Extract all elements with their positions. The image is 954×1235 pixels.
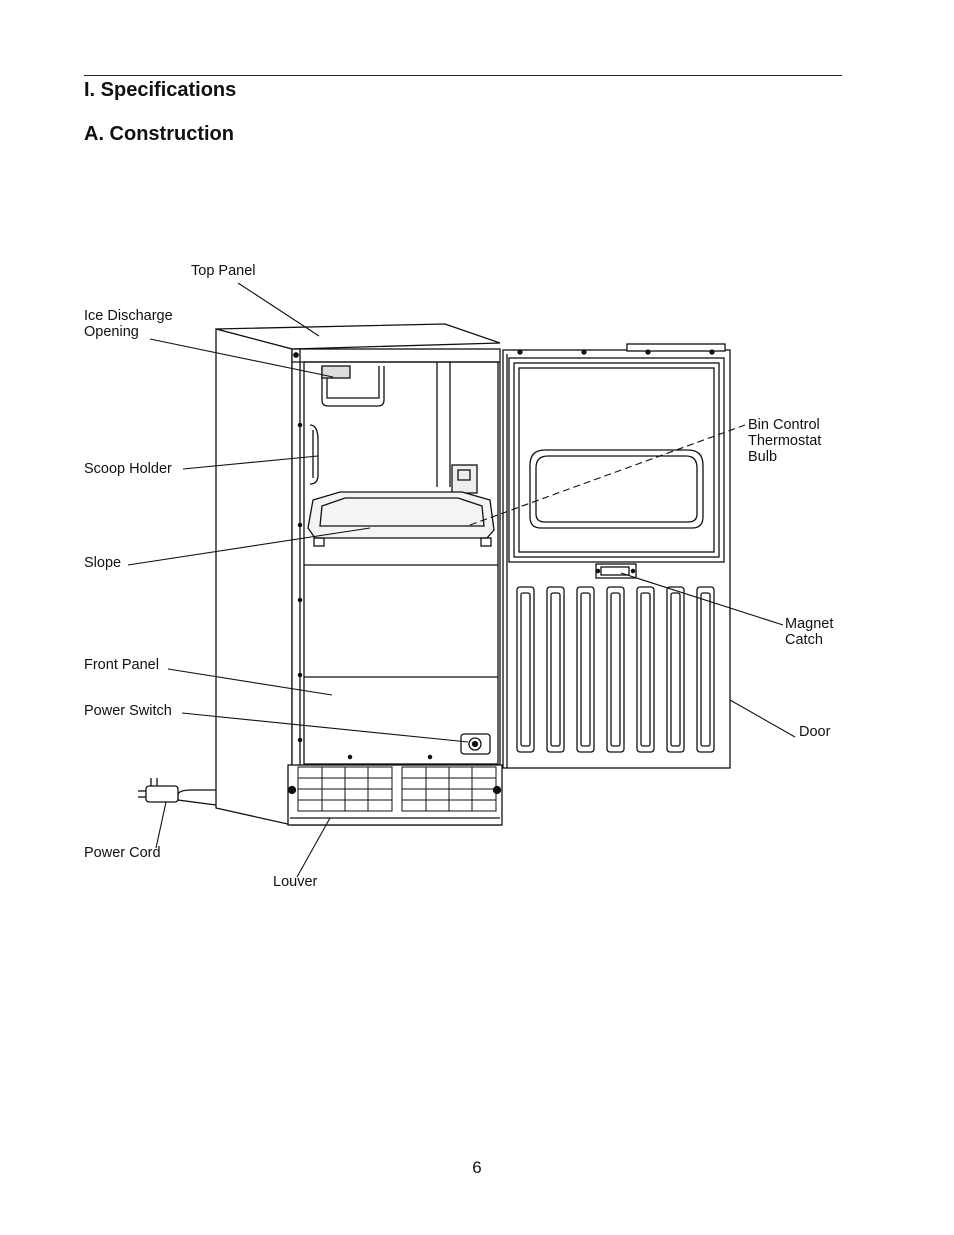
label-scoop-holder: Scoop Holder	[84, 461, 172, 477]
label-magnet-catch-line1: Magnet	[785, 616, 834, 632]
page-number: 6	[472, 1158, 482, 1177]
label-door: Door	[799, 724, 831, 740]
label-front-panel: Front Panel	[84, 657, 159, 673]
subsection-title: A. Construction	[84, 123, 234, 145]
cabinet-body	[138, 323, 503, 826]
label-slope: Slope	[84, 555, 122, 571]
leader-lines	[127, 282, 796, 878]
label-magnet-catch: Magnet Catch	[785, 616, 833, 648]
label-ice-discharge-line2: Opening	[84, 324, 139, 340]
label-power-cord: Power Cord	[84, 845, 161, 861]
label-top-panel: Top Panel	[191, 263, 256, 279]
door	[502, 343, 731, 769]
label-bin-control-line2: Thermostat	[748, 433, 822, 449]
header-rule	[84, 75, 842, 76]
label-bin-control-line3: Bulb	[748, 449, 778, 465]
label-ice-discharge-opening: Ice Discharge Opening	[84, 308, 173, 340]
label-bin-control-line1: Bin Control	[748, 417, 820, 433]
label-bin-control-thermostat-bulb: Bin Control Thermostat Bulb	[748, 417, 821, 465]
label-ice-discharge-line1: Ice Discharge	[84, 308, 173, 324]
label-louver: Louver	[273, 874, 318, 890]
label-magnet-catch-line2: Catch	[785, 632, 823, 648]
label-power-switch: Power Switch	[84, 703, 172, 719]
section-title: I. Specifications	[84, 79, 237, 101]
